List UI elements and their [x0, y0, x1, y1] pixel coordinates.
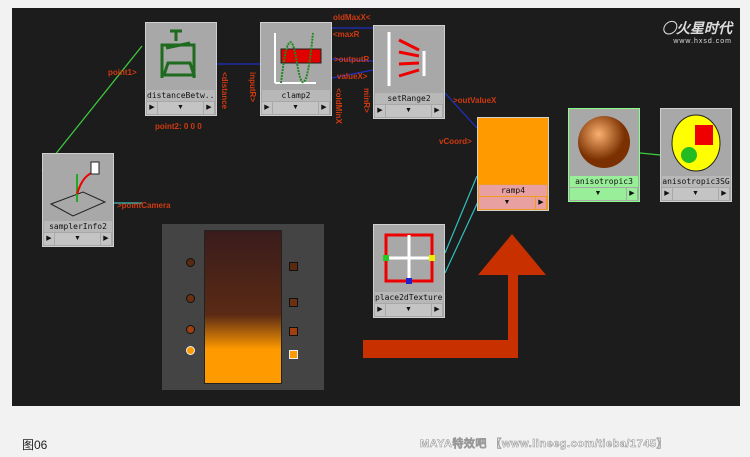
attr-label: vCoord>	[439, 137, 472, 146]
node-name: ramp4	[479, 185, 547, 196]
node-setrange[interactable]: setRange2 ▶▼▶	[373, 25, 445, 119]
attr-label: inputR>	[248, 72, 257, 102]
node-name: place2dTexture3	[375, 292, 443, 303]
shading-group-icon	[671, 114, 721, 172]
node-anisotropic[interactable]: anisotropic3 ▼▶	[568, 108, 640, 202]
node-distance-between[interactable]: distanceBetw... ▶▼▶	[145, 22, 217, 116]
setrange-icon	[387, 32, 426, 86]
color-handle[interactable]	[186, 294, 195, 303]
delete-handle-icon[interactable]	[289, 350, 298, 359]
attr-label: <oldMinX	[334, 88, 343, 124]
node-samplerinfo[interactable]: samplerInfo2 ▶▼▶	[42, 153, 114, 247]
node-place2dtexture[interactable]: place2dTexture3 ▶▼▶	[373, 224, 445, 318]
node-name: setRange2	[375, 93, 443, 104]
color-handle[interactable]	[186, 325, 195, 334]
color-handle[interactable]	[186, 258, 195, 267]
node-clamp[interactable]: clamp2 ▶▼▶	[260, 22, 332, 116]
delete-handle-icon[interactable]	[289, 298, 298, 307]
sphere-icon	[578, 116, 630, 168]
attr-label: minR>	[362, 88, 371, 113]
clamp-icon	[274, 32, 322, 84]
connections	[41, 27, 661, 358]
attr-label: >outputR	[334, 55, 370, 64]
delete-handle-icon[interactable]	[289, 262, 298, 271]
ramp-gradient[interactable]	[204, 230, 282, 384]
color-handle-selected[interactable]	[186, 346, 195, 355]
attr-label: >pointCamera	[117, 201, 171, 210]
node-name: anisotropic3	[570, 176, 638, 187]
attr-label: <maxR	[333, 30, 360, 39]
node-name: anisotropic3SG	[662, 176, 730, 187]
sampler-icon	[49, 161, 107, 217]
attr-label: <distance	[220, 72, 229, 110]
distance-icon	[160, 29, 197, 78]
attr-label: point2: 0 0 0	[155, 122, 202, 131]
attr-label: oldMaxX<	[333, 13, 371, 22]
node-anisotropic-sg[interactable]: anisotropic3SG ▶▼▶	[660, 108, 732, 202]
watermark: MAYA特效吧 【www.lineeg.com/tieba/1745】	[420, 438, 668, 451]
figure-caption: 图06	[22, 438, 48, 452]
ramp-editor-panel	[162, 224, 324, 390]
node-ramp[interactable]: ramp4 ▼▶	[477, 117, 549, 211]
red-arrow	[363, 234, 546, 358]
attr-label: >outValueX	[453, 96, 497, 105]
node-name: distanceBetw...	[147, 90, 215, 101]
node-name: samplerInfo2	[44, 221, 112, 232]
node-name: clamp2	[262, 90, 330, 101]
delete-handle-icon[interactable]	[289, 327, 298, 336]
place2d-icon	[383, 233, 435, 284]
ramp-swatch	[478, 118, 548, 184]
attr-label: point1>	[108, 68, 137, 77]
attr-label: valueX>	[337, 72, 368, 81]
